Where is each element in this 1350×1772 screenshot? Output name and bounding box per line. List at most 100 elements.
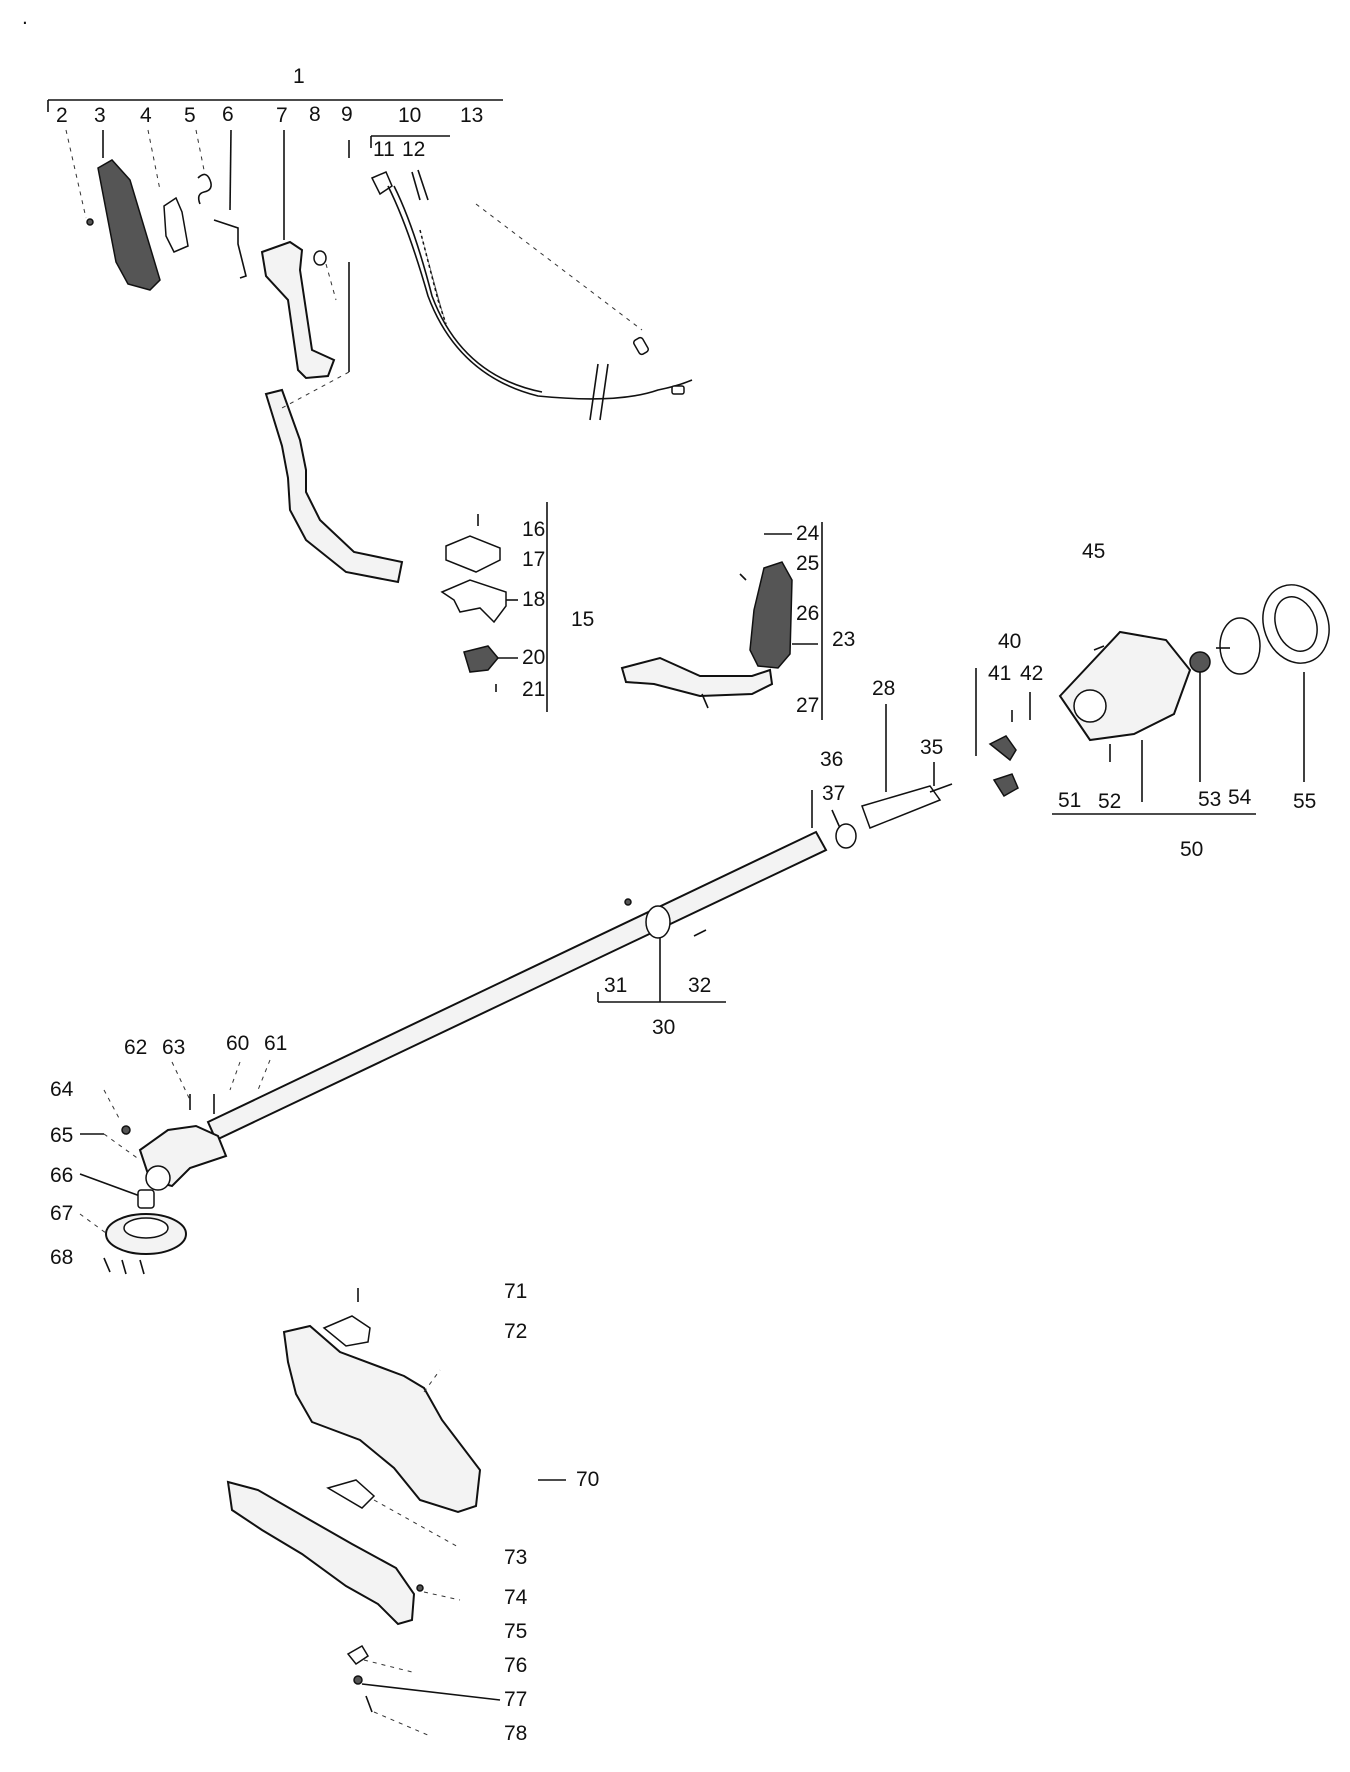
clamp-half-40-icon	[992, 773, 1019, 798]
clamp-band-31-icon	[645, 905, 671, 939]
clamp-72-icon	[322, 1315, 371, 1347]
part-label-3: 3	[94, 104, 106, 127]
spacer-66-icon	[137, 1189, 155, 1209]
front-handle-bar-27-icon	[620, 656, 774, 698]
handle-half-7-icon	[260, 240, 336, 380]
part-label-61: 61	[264, 1032, 287, 1055]
throttle-cable-10-icon	[387, 185, 693, 400]
part-label-63: 63	[162, 1036, 185, 1059]
clamp-18-icon	[440, 579, 507, 624]
part-label-24: 24	[796, 522, 820, 545]
part-label-17: 17	[522, 548, 545, 571]
part-label-67: 67	[50, 1202, 73, 1225]
part-label-36: 36	[820, 748, 843, 771]
part-label-31: 31	[604, 974, 627, 997]
part-label-23: 23	[832, 628, 855, 651]
part-label-53: 53	[1198, 788, 1221, 811]
part-label-25: 25	[796, 552, 819, 575]
clutch-drum-54-icon	[1219, 617, 1261, 675]
part-label-51: 51	[1058, 789, 1081, 812]
part-label-76: 76	[504, 1654, 527, 1677]
clamp-group-30: 31 32 30	[597, 898, 726, 1039]
screw-24-icon	[739, 573, 747, 581]
part-label-74: 74	[504, 1586, 528, 1609]
part-label-35: 35	[920, 736, 943, 759]
part-label-65: 65	[50, 1124, 73, 1147]
part-label-8: 8	[309, 103, 321, 126]
part-label-64: 64	[50, 1078, 74, 1101]
part-label-32: 32	[688, 974, 711, 997]
part-label-30: 30	[652, 1016, 675, 1039]
part-label-55: 55	[1293, 790, 1316, 813]
part-label-13: 13	[460, 104, 483, 127]
spring-5-icon	[197, 173, 212, 205]
front-handle-group-23: 24 25 26 23 27	[620, 522, 855, 720]
part-label-62: 62	[124, 1036, 147, 1059]
part-label-15: 15	[571, 608, 594, 631]
grip-25-icon	[749, 561, 793, 669]
part-label-75: 75	[504, 1620, 527, 1643]
bearing-53-icon	[1189, 651, 1211, 673]
clamp-group-15: 16 17 18 15 20 21	[440, 502, 594, 712]
part-label-45: 45	[1082, 540, 1105, 563]
lock-rod-6-icon	[213, 219, 247, 279]
part-label-52: 52	[1098, 790, 1121, 813]
part-label-40: 40	[998, 630, 1021, 653]
part-label-28: 28	[872, 677, 895, 700]
part-label-50: 50	[1180, 838, 1203, 861]
part-label-27: 27	[796, 694, 819, 717]
clutch-housing-group: 45 40 41 42 51 52 53 54 55 50	[975, 540, 1330, 861]
guard-70-icon	[282, 1324, 482, 1514]
main-shaft-tube-36-icon	[206, 830, 828, 1142]
part-label-73: 73	[504, 1546, 527, 1569]
plug-64-icon	[121, 1125, 131, 1135]
part-label-18: 18	[522, 588, 545, 611]
gear-head-group: 62 63 60 61 64 65 66 67 68	[50, 1032, 287, 1275]
part-label-54: 54	[1228, 786, 1252, 809]
part-label-68: 68	[50, 1246, 73, 1269]
handle-half-3-icon	[97, 159, 161, 291]
guard-extension-75-icon	[226, 1480, 416, 1626]
part-label-78: 78	[504, 1722, 527, 1745]
bushing-8-icon	[313, 250, 327, 266]
screw-68a-icon	[103, 1257, 111, 1273]
part-label-42: 42	[1020, 662, 1043, 685]
part-label-20: 20	[522, 646, 545, 669]
screw-51-icon	[1093, 645, 1105, 651]
blade-76-icon	[346, 1644, 370, 1666]
screw-32-icon	[693, 929, 707, 937]
part-label-66: 66	[50, 1164, 73, 1187]
clamp-half-41-icon	[988, 735, 1017, 762]
handle-tube-9-icon	[264, 388, 404, 584]
part-label-60: 60	[226, 1032, 249, 1055]
part-label-11: 11	[373, 138, 395, 161]
clutch-housing-50-icon	[1058, 630, 1192, 742]
clamp-bottom-20-icon	[463, 645, 499, 673]
part-label-12: 12	[402, 138, 425, 161]
part-label-72: 72	[504, 1320, 527, 1343]
part-label-16: 16	[522, 518, 545, 541]
part-label-2: 2	[56, 104, 68, 127]
guard-group: 71 72 70 73 74 75 76 77 78	[226, 1280, 599, 1745]
part-label-7: 7	[276, 104, 288, 127]
bushing-37-icon	[835, 823, 857, 849]
connector-13-icon	[633, 336, 649, 356]
part-label-4: 4	[140, 104, 152, 127]
part-label-6: 6	[222, 103, 234, 126]
clamp-73-icon	[326, 1479, 376, 1509]
part-label-70: 70	[576, 1468, 599, 1491]
screw-77-icon	[353, 1675, 363, 1685]
throttle-lever-4-icon	[163, 196, 189, 253]
clamp-top-17-icon	[445, 535, 501, 573]
part-label-41: 41	[988, 662, 1011, 685]
part-label-37: 37	[822, 782, 845, 805]
part-label-26: 26	[796, 602, 819, 625]
part-label-9: 9	[341, 103, 353, 126]
part-label-71: 71	[504, 1280, 527, 1303]
switch-11-icon	[370, 171, 393, 196]
corner-mark: .	[22, 6, 28, 29]
part-label-10: 10	[398, 104, 421, 127]
part-label-77: 77	[504, 1688, 527, 1711]
wires-12-icon	[411, 171, 421, 201]
